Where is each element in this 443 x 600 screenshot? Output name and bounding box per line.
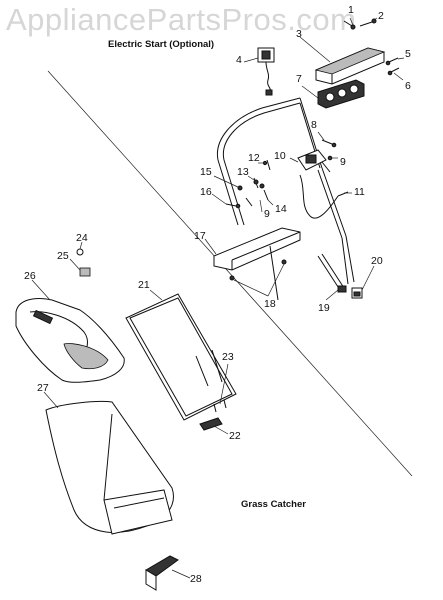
separator-line: [47, 70, 413, 477]
part-19-cord: [317, 253, 347, 293]
part-1-2-screws: [343, 18, 377, 30]
callout-6: 6: [405, 80, 411, 92]
callout-20: 20: [371, 255, 383, 267]
callout-13: 13: [237, 166, 249, 178]
callout-10: 10: [274, 150, 286, 162]
part-11-cable: [299, 174, 339, 219]
callout-19: 19: [318, 302, 330, 314]
grass-catcher-caption: Grass Catcher: [241, 499, 306, 510]
callout-21: 21: [138, 279, 150, 291]
watermark: AppliancePartsPros.com: [6, 2, 357, 37]
callout-28: 28: [190, 573, 202, 585]
part-18-bolts: [229, 259, 287, 281]
callout-14: 14: [275, 203, 287, 215]
part-11-cable-end: [337, 191, 349, 197]
callout-16: 16: [200, 186, 212, 198]
part-17-crossbar: [213, 227, 301, 301]
callout-12: 12: [248, 152, 260, 164]
handle-assembly: [216, 97, 355, 285]
callout-26: 26: [24, 270, 36, 282]
part-3-battery-box: [314, 47, 386, 85]
electric-start-caption: Electric Start (Optional): [108, 39, 215, 50]
callout-2: 2: [378, 10, 384, 22]
part-4-charger: [257, 47, 275, 96]
part-8-9-bolts: [321, 139, 337, 161]
parts-12-16-fasteners: [225, 159, 271, 209]
callout-17: 17: [194, 230, 206, 242]
part-7-battery: [317, 79, 365, 109]
callout-11: 11: [354, 186, 365, 198]
callout-1: 1: [348, 4, 354, 16]
part-21-bag-frame: [125, 293, 237, 421]
callout-3: 3: [296, 28, 302, 40]
part-22-plate: [199, 417, 223, 431]
callout-9-b: 9: [264, 208, 270, 220]
callout-18: 18: [264, 298, 276, 310]
callout-7: 7: [296, 73, 302, 85]
part-5-6-screws: [385, 57, 400, 76]
part-27-bag: [45, 401, 174, 535]
callout-25: 25: [57, 250, 69, 262]
part-28-grip: [145, 555, 179, 591]
callout-15: 15: [200, 166, 212, 178]
callout-4: 4: [236, 54, 242, 66]
callout-24: 24: [76, 232, 88, 244]
part-20-plug: [351, 287, 363, 299]
callout-8: 8: [311, 119, 317, 131]
part-24-25-knob: [76, 248, 91, 277]
part-23-bolts: [213, 399, 227, 413]
callout-22: 22: [229, 430, 241, 442]
part-26-bag-top: [15, 298, 125, 383]
part-10-switch-box: [297, 149, 331, 173]
callout-9-a: 9: [340, 156, 346, 168]
callout-27: 27: [37, 382, 49, 394]
callout-5: 5: [405, 48, 411, 60]
callout-23: 23: [222, 351, 234, 363]
leader-lines: [31, 17, 405, 579]
